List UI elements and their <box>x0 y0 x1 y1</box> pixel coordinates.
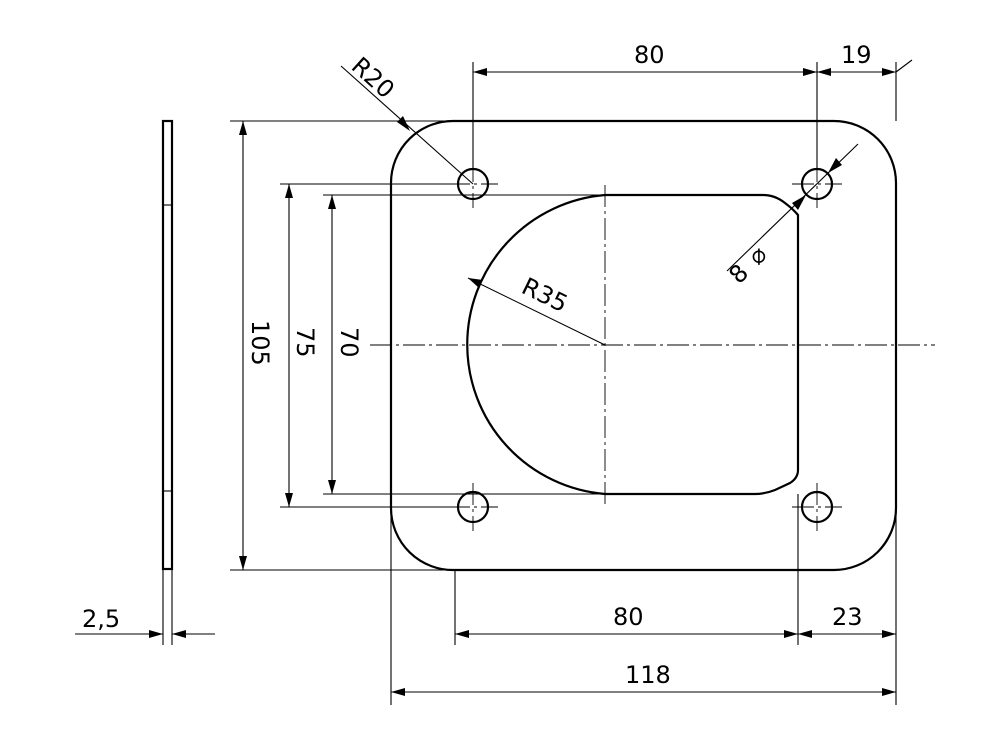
top-spacing-dimension-label: 80 <box>634 41 665 69</box>
bottom-spacing-dimension-label: 80 <box>613 603 644 631</box>
cutout-height-dimension-label: 70 <box>335 327 363 358</box>
top-edge-dimension-label: 19 <box>841 41 872 69</box>
left-dimensions <box>230 120 605 571</box>
height-total-dimension-label: 105 <box>246 320 274 366</box>
corner-radius-leader <box>340 65 474 185</box>
corner-radius-label: R20 <box>346 52 400 104</box>
width-total-dimension-label: 118 <box>625 661 671 689</box>
hole-spacing-vertical-dimension-label: 75 <box>291 327 319 358</box>
hole-centerlines <box>448 160 842 531</box>
cutout-radius-leader <box>467 277 606 346</box>
thickness-dimension-label: 2,5 <box>82 605 120 633</box>
bottom-dimensions <box>390 494 897 705</box>
side-view <box>75 119 215 645</box>
cutout-outline <box>466 193 800 496</box>
top-dimensions <box>472 59 913 168</box>
bottom-edge-dimension-label: 23 <box>832 603 863 631</box>
hole-diameter-leader <box>726 143 859 272</box>
hole-diameter-symbol: ⌀ <box>742 240 772 270</box>
front-view <box>370 119 935 572</box>
side-view-plate <box>161 119 174 571</box>
hole-diameter-value-label: 8 <box>723 259 754 290</box>
cutout-radius-label: R35 <box>517 272 572 318</box>
